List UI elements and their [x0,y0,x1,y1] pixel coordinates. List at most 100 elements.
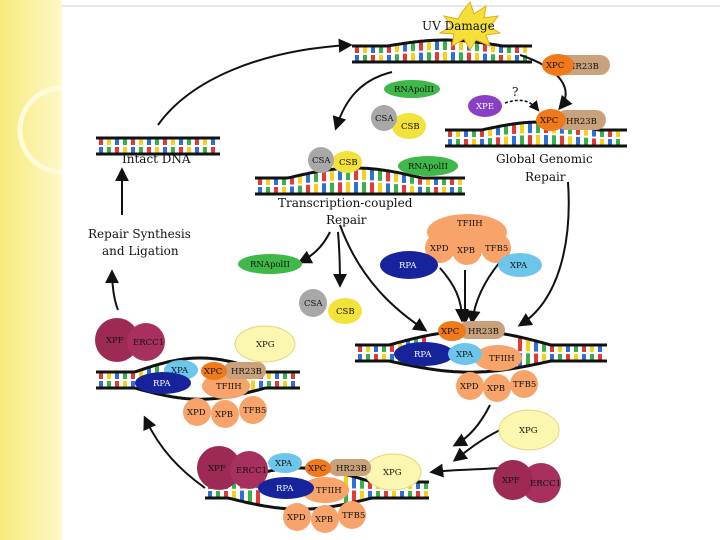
base-pair-rung [355,55,359,62]
merge-complex: XPC HR23B RPA XPA TFIIH XPD XPB TFB5 [394,321,538,402]
base-pair-rung [354,182,358,194]
base-pair-rung [424,482,428,489]
base-pair-rung [568,136,572,146]
csa-label-2: CSA [312,156,331,166]
base-pair-rung [258,187,262,194]
base-pair-rung [290,186,294,194]
dna-tcr [255,166,465,196]
base-pair-rung [464,130,468,137]
base-pair-rung [338,168,342,181]
base-pair-rung [434,187,438,194]
xpd-blob-4 [183,398,211,426]
base-pair-rung [163,138,167,145]
xpf-label-2: XPF [208,464,226,474]
base-pair-rung [266,187,270,194]
base-pair-rung [346,168,350,181]
dna-intact [96,136,220,156]
base-pair-rung [256,490,260,505]
xpa-label: XPA [510,261,528,271]
base-pair-rung [211,138,215,145]
base-pair-rung [395,44,399,53]
base-pair-rung [267,381,271,388]
xpc-label-3: XPC [441,327,459,337]
xpd-label-3: XPD [287,513,306,523]
base-pair-rung [574,354,578,361]
base-pair-rung [418,177,422,185]
arrow-tcr-to-rnapol [297,231,331,264]
base-pair-rung [507,46,511,53]
released-rnapol: RNApolII [238,254,302,274]
base-pair-rung [491,44,495,53]
base-pair-rung [298,175,302,184]
base-pair-rung [395,54,399,62]
xpb-blob-2 [483,374,511,402]
base-pair-rung [99,381,103,388]
tfb5-label: TFB5 [485,244,508,254]
base-pair-rung [528,122,532,134]
xpa-label-4: XPA [171,366,189,376]
base-pair-rung [131,372,135,379]
csa-label-3: CSA [304,299,323,309]
base-pair-rung [427,40,431,51]
xpa-blob-2 [448,343,482,365]
tfiih-label-3: TFIIH [316,486,342,496]
label-tcr-line1: Transcription-coupled [278,196,413,210]
top-right-complex: HR23B XPC [542,54,610,76]
base-pair-rung [576,136,580,146]
base-pair-rung [155,138,159,145]
base-pair-rung [542,343,546,352]
base-pair-rung [283,381,287,388]
tfb5-blob-2 [510,370,538,398]
xpb-label-2: XPB [487,384,505,394]
base-pair-rung [344,490,348,505]
base-pair-rung [456,130,460,137]
base-pair-rung [274,178,278,185]
xpa-blob [498,253,542,277]
xpa-label-3: XPA [275,459,293,469]
xpg-blob-3 [234,325,296,363]
rpa-label: RPA [399,261,417,271]
base-pair-rung [458,187,462,194]
base-pair-rung [483,43,487,52]
base-pair-rung [472,130,476,137]
hr23b-label: HR23B [568,62,599,72]
base-pair-rung [558,345,562,352]
rpa-label-2: RPA [414,350,432,360]
base-pair-rung [99,372,103,379]
base-pair-rung [458,178,462,185]
base-pair-rung [283,372,287,379]
base-pair-rung [402,173,406,183]
rpa-blob [380,251,438,279]
base-pair-rung [306,184,310,194]
xpf-label-3: XPF [106,336,124,346]
base-pair-rung [464,139,468,146]
arrow-intact-to-uv [157,38,353,126]
base-pair-rung [275,372,279,379]
base-pair-rung [374,345,378,352]
rpa-blob-2 [394,342,454,366]
base-pair-rung [107,381,111,388]
hr23b-label-3: HR23B [468,327,499,337]
xpe-label: XPE [476,102,494,112]
base-pair-rung [424,491,428,498]
csb-label-2: CSB [339,158,358,168]
base-pair-rung [558,354,562,361]
base-pair-rung [368,481,372,489]
base-pair-rung [123,147,127,154]
tfiih-label-4: TFIIH [216,382,242,392]
rnapol-upper: RNApolII [384,80,440,98]
csa-blob-2 [308,147,334,173]
rnapolii-blob-2 [398,156,458,176]
dna-top-backbone [96,356,300,374]
base-pair-rung [390,344,394,352]
xpc-blob-5 [201,362,227,380]
uv-damage-label: UV Damage [422,19,495,33]
base-pair-rung [330,182,334,194]
base-pair-rung [426,187,430,194]
base-pair-rung [107,147,111,154]
base-pair-rung [306,173,310,183]
xpf-blob-3 [95,318,139,362]
arrow-xpg-in [452,429,501,462]
base-pair-rung [582,345,586,352]
